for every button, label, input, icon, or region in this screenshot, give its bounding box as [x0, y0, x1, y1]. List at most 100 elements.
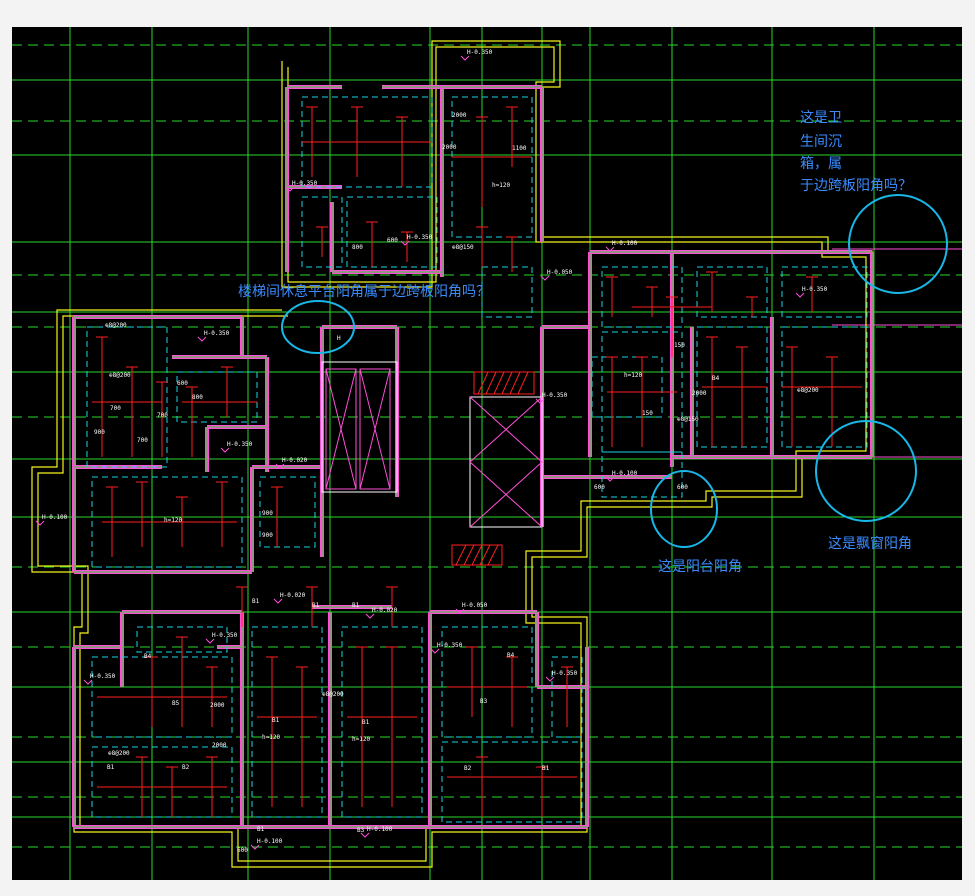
plan-label: H-0.350 [212, 632, 238, 639]
beam-outline [176, 371, 258, 423]
beam-outline [481, 266, 533, 318]
plan-label: h=120 [352, 736, 370, 743]
plan-label: ⊕8@200 [108, 750, 130, 757]
level-marker [535, 398, 545, 404]
plan-label: H-0.350 [227, 441, 253, 448]
annotation-bay-window: 这是飘窗阳角 [828, 536, 912, 552]
level-marker [400, 240, 410, 246]
plan-label: B1 [312, 602, 320, 609]
beam-outline [551, 656, 583, 738]
stair-elevator [321, 361, 543, 528]
annotation-bathroom-line3: 箱，属 [800, 156, 842, 172]
plan-label: ⊕8@150 [677, 416, 699, 423]
plan-label: h=120 [624, 372, 642, 379]
plan-label: 600 [677, 484, 688, 491]
plan-label: H-0.100 [257, 838, 283, 845]
level-marker [250, 844, 260, 850]
floor-plan-svg: H-0.350h=120H-0.350H-0.35020001100200080… [12, 27, 962, 880]
annotation-bathroom-line1: 这是卫 [800, 110, 842, 126]
plan-label: 2000 [452, 112, 467, 119]
plan-label: H-0.350 [802, 286, 828, 293]
plan-label: 600 [237, 847, 248, 854]
annotation-balcony: 这是阳台阳角 [658, 559, 742, 575]
plan-label: 600 [594, 484, 605, 491]
plan-label: B4 [507, 652, 515, 659]
plan-label: B3 [357, 827, 365, 834]
plan-label: B3 [480, 698, 488, 705]
plan-label: 150 [674, 342, 685, 349]
plan-label: H-0.050 [547, 269, 573, 276]
plan-label: ⊕8@200 [105, 322, 127, 329]
plan-label: H [337, 335, 341, 342]
plan-label: 2000 [210, 702, 225, 709]
level-marker [430, 648, 440, 654]
plan-label: B1 [272, 717, 280, 724]
plan-label: ⊕8@150 [452, 244, 474, 251]
beam-outline [259, 476, 316, 548]
circle-stair-landing [281, 300, 355, 354]
reference-lines [832, 248, 962, 458]
level-marker [285, 186, 295, 192]
level-marker [455, 608, 465, 614]
circle-balcony-corner [650, 470, 718, 548]
level-marker [275, 463, 285, 469]
circle-bay-window-corner [815, 420, 917, 522]
plan-label: B4 [712, 375, 720, 382]
walls [72, 85, 874, 829]
beam-outline [86, 326, 168, 468]
plan-label: 1100 [512, 145, 527, 152]
plan-label: 900 [94, 429, 105, 436]
beam-outline [601, 451, 683, 498]
plan-label: 600 [177, 380, 188, 387]
plan-label: H-0.350 [467, 49, 493, 56]
plan-label: H-0.350 [204, 330, 230, 337]
level-marker [605, 246, 615, 252]
plan-label: B1 [257, 826, 265, 833]
level-marker [545, 676, 555, 682]
plan-label: 2000 [212, 742, 227, 749]
plan-label: ⊕8@200 [109, 372, 131, 379]
beam-outline [91, 476, 243, 568]
plan-label: h=120 [262, 734, 280, 741]
dashed-beams [86, 96, 868, 823]
plan-label: B1 [252, 598, 260, 605]
plan-label: B2 [182, 764, 190, 771]
plan-label: B5 [172, 700, 180, 707]
annotation-circles [281, 194, 948, 548]
plan-label: H-0.350 [292, 180, 318, 187]
plan-label: 150 [642, 410, 653, 417]
level-marker [83, 679, 93, 685]
plan-label: ⊕8@200 [322, 691, 344, 698]
beam-outline [601, 266, 683, 328]
plan-label: 700 [157, 412, 168, 419]
level-marker [273, 598, 283, 604]
plan-label: 800 [352, 244, 363, 251]
plan-label: 900 [262, 510, 273, 517]
plan-label: H-0.050 [462, 602, 488, 609]
plan-label: H-0.020 [280, 592, 306, 599]
plan-label: H-0.020 [282, 457, 308, 464]
plan-label: H-0.350 [437, 642, 463, 649]
beam-outline [591, 356, 663, 418]
level-marker [795, 292, 805, 298]
plan-label: 700 [137, 437, 148, 444]
plan-label: h=120 [164, 517, 182, 524]
annotation-bathroom-line4: 于边跨板阳角吗？ [800, 178, 912, 194]
beam-outline [346, 196, 438, 268]
plan-label: B2 [464, 765, 472, 772]
plan-label: 600 [387, 237, 398, 244]
plan-label: H-0.100 [367, 826, 393, 833]
plan-label: H-0.100 [42, 514, 68, 521]
level-marker [540, 275, 550, 281]
plan-label: B1 [107, 764, 115, 771]
beam-outline [441, 626, 533, 738]
annotation-stair-question: 楼梯间休息平台阳角属于边跨板阳角吗？ [238, 284, 490, 300]
rebar-marks [92, 106, 862, 817]
level-marker [220, 447, 230, 453]
plan-label: B1 [542, 765, 550, 772]
plan-label: H-0.350 [552, 670, 578, 677]
level-marker [360, 832, 370, 838]
building-outline [31, 40, 873, 868]
